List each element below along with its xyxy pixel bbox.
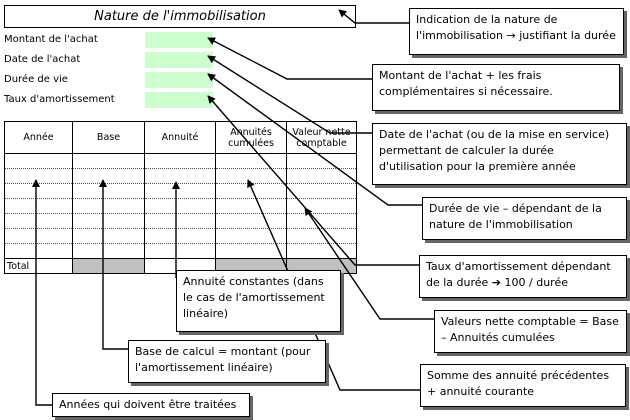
cell[interactable]: [286, 213, 357, 229]
field-label-taux: Taux d'amortissement: [4, 94, 115, 105]
cell[interactable]: [4, 243, 73, 259]
cell[interactable]: [72, 228, 145, 244]
cell[interactable]: [286, 183, 357, 199]
duree-input[interactable]: [145, 72, 213, 88]
cell[interactable]: [144, 213, 216, 229]
cell[interactable]: [4, 153, 73, 169]
header-valeur-nette: Valeur nette comptable: [286, 121, 357, 154]
table-row: [4, 198, 357, 214]
table-row: [4, 213, 357, 229]
amortization-table: Année Base Annuité Annuités cumulées Val…: [4, 121, 357, 274]
cell[interactable]: [144, 183, 216, 199]
cell[interactable]: [286, 228, 357, 244]
header-annuite: Annuité: [144, 121, 216, 154]
taux-input[interactable]: [145, 92, 213, 108]
callout-duree: Durée de vie – dépendant de la nature de…: [422, 197, 627, 240]
header-base: Base: [72, 121, 145, 154]
cell[interactable]: [286, 168, 357, 184]
cell[interactable]: [72, 168, 145, 184]
cell[interactable]: [4, 228, 73, 244]
total-base-cell: [72, 258, 145, 274]
callout-date: Date de l'achat (ou de la mise en servic…: [372, 123, 627, 185]
arrow-montant: [207, 37, 372, 80]
montant-input[interactable]: [145, 32, 213, 48]
cell[interactable]: [286, 243, 357, 259]
table-row: [4, 153, 357, 169]
cell[interactable]: [215, 243, 287, 259]
cell[interactable]: [215, 228, 287, 244]
cell[interactable]: [72, 198, 145, 214]
cell[interactable]: [144, 198, 216, 214]
callout-taux: Taux d'amortissement dépendant de la dur…: [419, 255, 627, 298]
cell[interactable]: [72, 243, 145, 259]
cell[interactable]: [144, 153, 216, 169]
table-row: [4, 168, 357, 184]
table-row: [4, 183, 357, 199]
callout-annuite: Annuité constantes (dans le cas de l'amo…: [176, 270, 341, 332]
date-input[interactable]: [145, 52, 213, 68]
cell[interactable]: [215, 213, 287, 229]
callout-somme: Somme des annuité précédentes + annuité …: [420, 364, 626, 407]
table-row: [4, 228, 357, 244]
callout-vnc: Valeurs nette comptable = Base – Annuité…: [434, 310, 627, 353]
table-row: [4, 243, 357, 259]
cell[interactable]: [215, 183, 287, 199]
cell[interactable]: [72, 213, 145, 229]
cell[interactable]: [4, 198, 73, 214]
callout-montant: Montant de l'achat + les frais complémen…: [372, 64, 620, 111]
header-annee: Année: [4, 121, 73, 154]
field-label-date: Date de l'achat: [4, 54, 81, 65]
immobilisation-nature-title: Nature de l'immobilisation: [4, 5, 356, 28]
total-label: Total: [4, 258, 73, 274]
cell[interactable]: [215, 153, 287, 169]
header-annuites-cumulees: Annuités cumulées: [215, 121, 287, 154]
cell[interactable]: [144, 168, 216, 184]
cell[interactable]: [144, 243, 216, 259]
field-label-duree: Durée de vie: [4, 74, 68, 85]
callout-base: Base de calcul = montant (pour l'amortis…: [128, 340, 326, 383]
cell[interactable]: [215, 198, 287, 214]
callout-nature: Indication de la nature de l'immobilisat…: [409, 8, 624, 55]
cell[interactable]: [72, 153, 145, 169]
cell[interactable]: [286, 153, 357, 169]
callout-annees: Années qui doivent être traitées: [52, 393, 250, 417]
cell[interactable]: [72, 183, 145, 199]
cell[interactable]: [144, 228, 216, 244]
field-label-montant: Montant de l'achat: [4, 34, 98, 45]
cell[interactable]: [4, 168, 73, 184]
cell[interactable]: [215, 168, 287, 184]
cell[interactable]: [4, 213, 73, 229]
cell[interactable]: [4, 183, 73, 199]
cell[interactable]: [286, 198, 357, 214]
